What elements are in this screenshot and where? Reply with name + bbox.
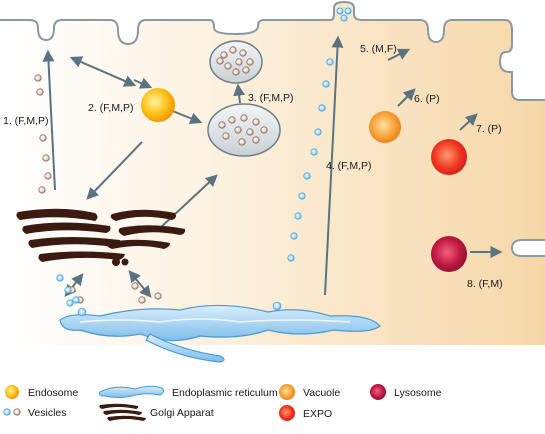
vesicle: [34, 74, 42, 82]
vesicle: [39, 134, 47, 142]
vesicle: [229, 46, 237, 54]
vesicle: [290, 232, 298, 240]
vesicle: [240, 114, 248, 122]
vesicle: [246, 58, 254, 66]
step-label-8: 8. (F,M): [467, 278, 503, 290]
vesicle: [234, 126, 242, 134]
vesicle: [314, 128, 322, 136]
vesicle: [303, 172, 311, 180]
vesicle: [56, 274, 64, 282]
legend-vesicle-blue-icon: [3, 408, 11, 416]
vesicle: [242, 66, 250, 74]
legend-er-icon: [99, 385, 165, 398]
vesicle: [222, 132, 230, 140]
vesicle: [287, 254, 295, 262]
vesicle: [246, 128, 254, 136]
vesicle: [238, 138, 246, 146]
vesicle: [38, 186, 46, 194]
vesicle: [235, 58, 243, 66]
vesicle: [232, 68, 240, 76]
legend-er-label: Endoplasmic reticulum: [172, 387, 278, 399]
legend-endosome-icon: [5, 385, 19, 399]
vesicle: [344, 7, 352, 15]
mvb-lower: [207, 103, 281, 157]
er-branch: [145, 333, 225, 363]
vesicle: [138, 296, 146, 304]
plasma-membrane-lower: [510, 239, 545, 257]
step-label-4: 4. (F,M,P): [326, 160, 372, 172]
legend-expo-label: EXPO: [303, 408, 332, 420]
legend-vesicles-label: Vesicles: [28, 407, 67, 419]
step-label-5: 5. (M,F): [360, 43, 397, 55]
vesicle: [216, 57, 224, 65]
endosome: [141, 88, 175, 122]
vesicle: [42, 154, 50, 162]
er-bud: [272, 301, 282, 311]
vesicle: [239, 49, 247, 57]
step-label-7: 7. (P): [476, 123, 502, 135]
step-label-2: 2. (F,M,P): [88, 102, 134, 114]
endoplasmic-reticulum: [59, 304, 381, 342]
legend-golgi-icon: [99, 403, 146, 421]
vesicle: [154, 292, 162, 300]
vesicle: [298, 192, 306, 200]
vesicle: [64, 286, 72, 294]
lysosome: [431, 236, 467, 272]
legend-vacuole-label: Vacuole: [303, 387, 340, 399]
legend-expo-icon: [279, 405, 295, 421]
golgi-apparatus: [16, 208, 186, 266]
legend-vesicle-brown-icon: [13, 408, 21, 416]
vesicle: [220, 51, 228, 59]
step-label-1: 1. (F,M,P): [3, 115, 49, 127]
er-bud: [77, 307, 87, 317]
vesicle: [131, 282, 139, 290]
legend-vacuole-icon: [279, 384, 295, 400]
vesicle: [322, 80, 330, 88]
vesicle: [294, 212, 302, 220]
vesicle: [224, 62, 232, 70]
legend: Endosome Vesicles Endoplasmic reticulum …: [3, 384, 442, 421]
legend-lysosome-icon: [370, 384, 386, 400]
vesicle: [336, 7, 344, 15]
vesicle: [326, 58, 334, 66]
legend-golgi-label: Golgi Apparat: [150, 407, 214, 419]
vesicle: [72, 296, 80, 304]
vesicle: [66, 299, 74, 307]
vesicle: [310, 148, 318, 156]
er-lumen-line: [79, 318, 351, 323]
vesicle: [44, 172, 52, 180]
expo: [431, 139, 467, 175]
vesicle: [340, 14, 348, 22]
vesicle: [252, 136, 260, 144]
vesicle: [252, 118, 260, 126]
step-label-3: 3. (F,M,P): [248, 92, 294, 104]
vesicle: [218, 121, 226, 129]
vacuole: [369, 111, 401, 143]
step-label-6: 6. (P): [414, 93, 440, 105]
vesicle: [228, 116, 236, 124]
vesicle: [36, 88, 44, 96]
legend-lysosome-label: Lysosome: [394, 387, 442, 399]
cytoplasm: [0, 2, 545, 345]
vesicle: [318, 104, 326, 112]
arrows: [42, 35, 503, 298]
vesicle: [260, 126, 268, 134]
legend-endosome-label: Endosome: [28, 387, 78, 399]
plasma-membrane: [0, 0, 545, 101]
